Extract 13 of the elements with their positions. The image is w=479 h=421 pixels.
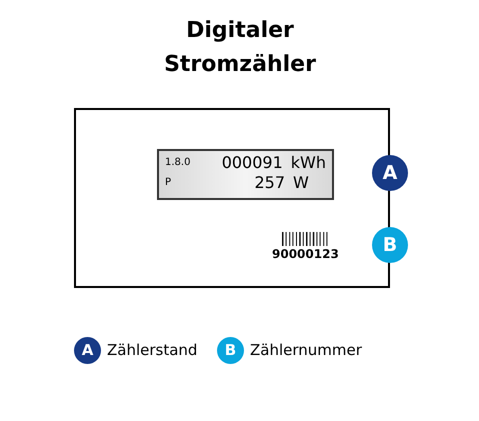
legend-text: Zählernummer	[250, 340, 362, 362]
display-unit: kWh	[290, 153, 326, 173]
display-code: 1.8.0	[165, 156, 192, 170]
display-value: 000091	[220, 153, 283, 173]
legend-swatch: A	[74, 337, 101, 364]
display-code: P	[165, 176, 172, 190]
title: Digitaler Stromzähler	[163, 17, 317, 79]
legend-text: Zählerstand	[107, 340, 198, 362]
meter-display	[157, 149, 334, 200]
meter-number: 90000123	[272, 246, 339, 262]
display-unit: W	[293, 173, 309, 193]
display-value: 257	[253, 173, 285, 193]
legend-swatch: B	[217, 337, 244, 364]
